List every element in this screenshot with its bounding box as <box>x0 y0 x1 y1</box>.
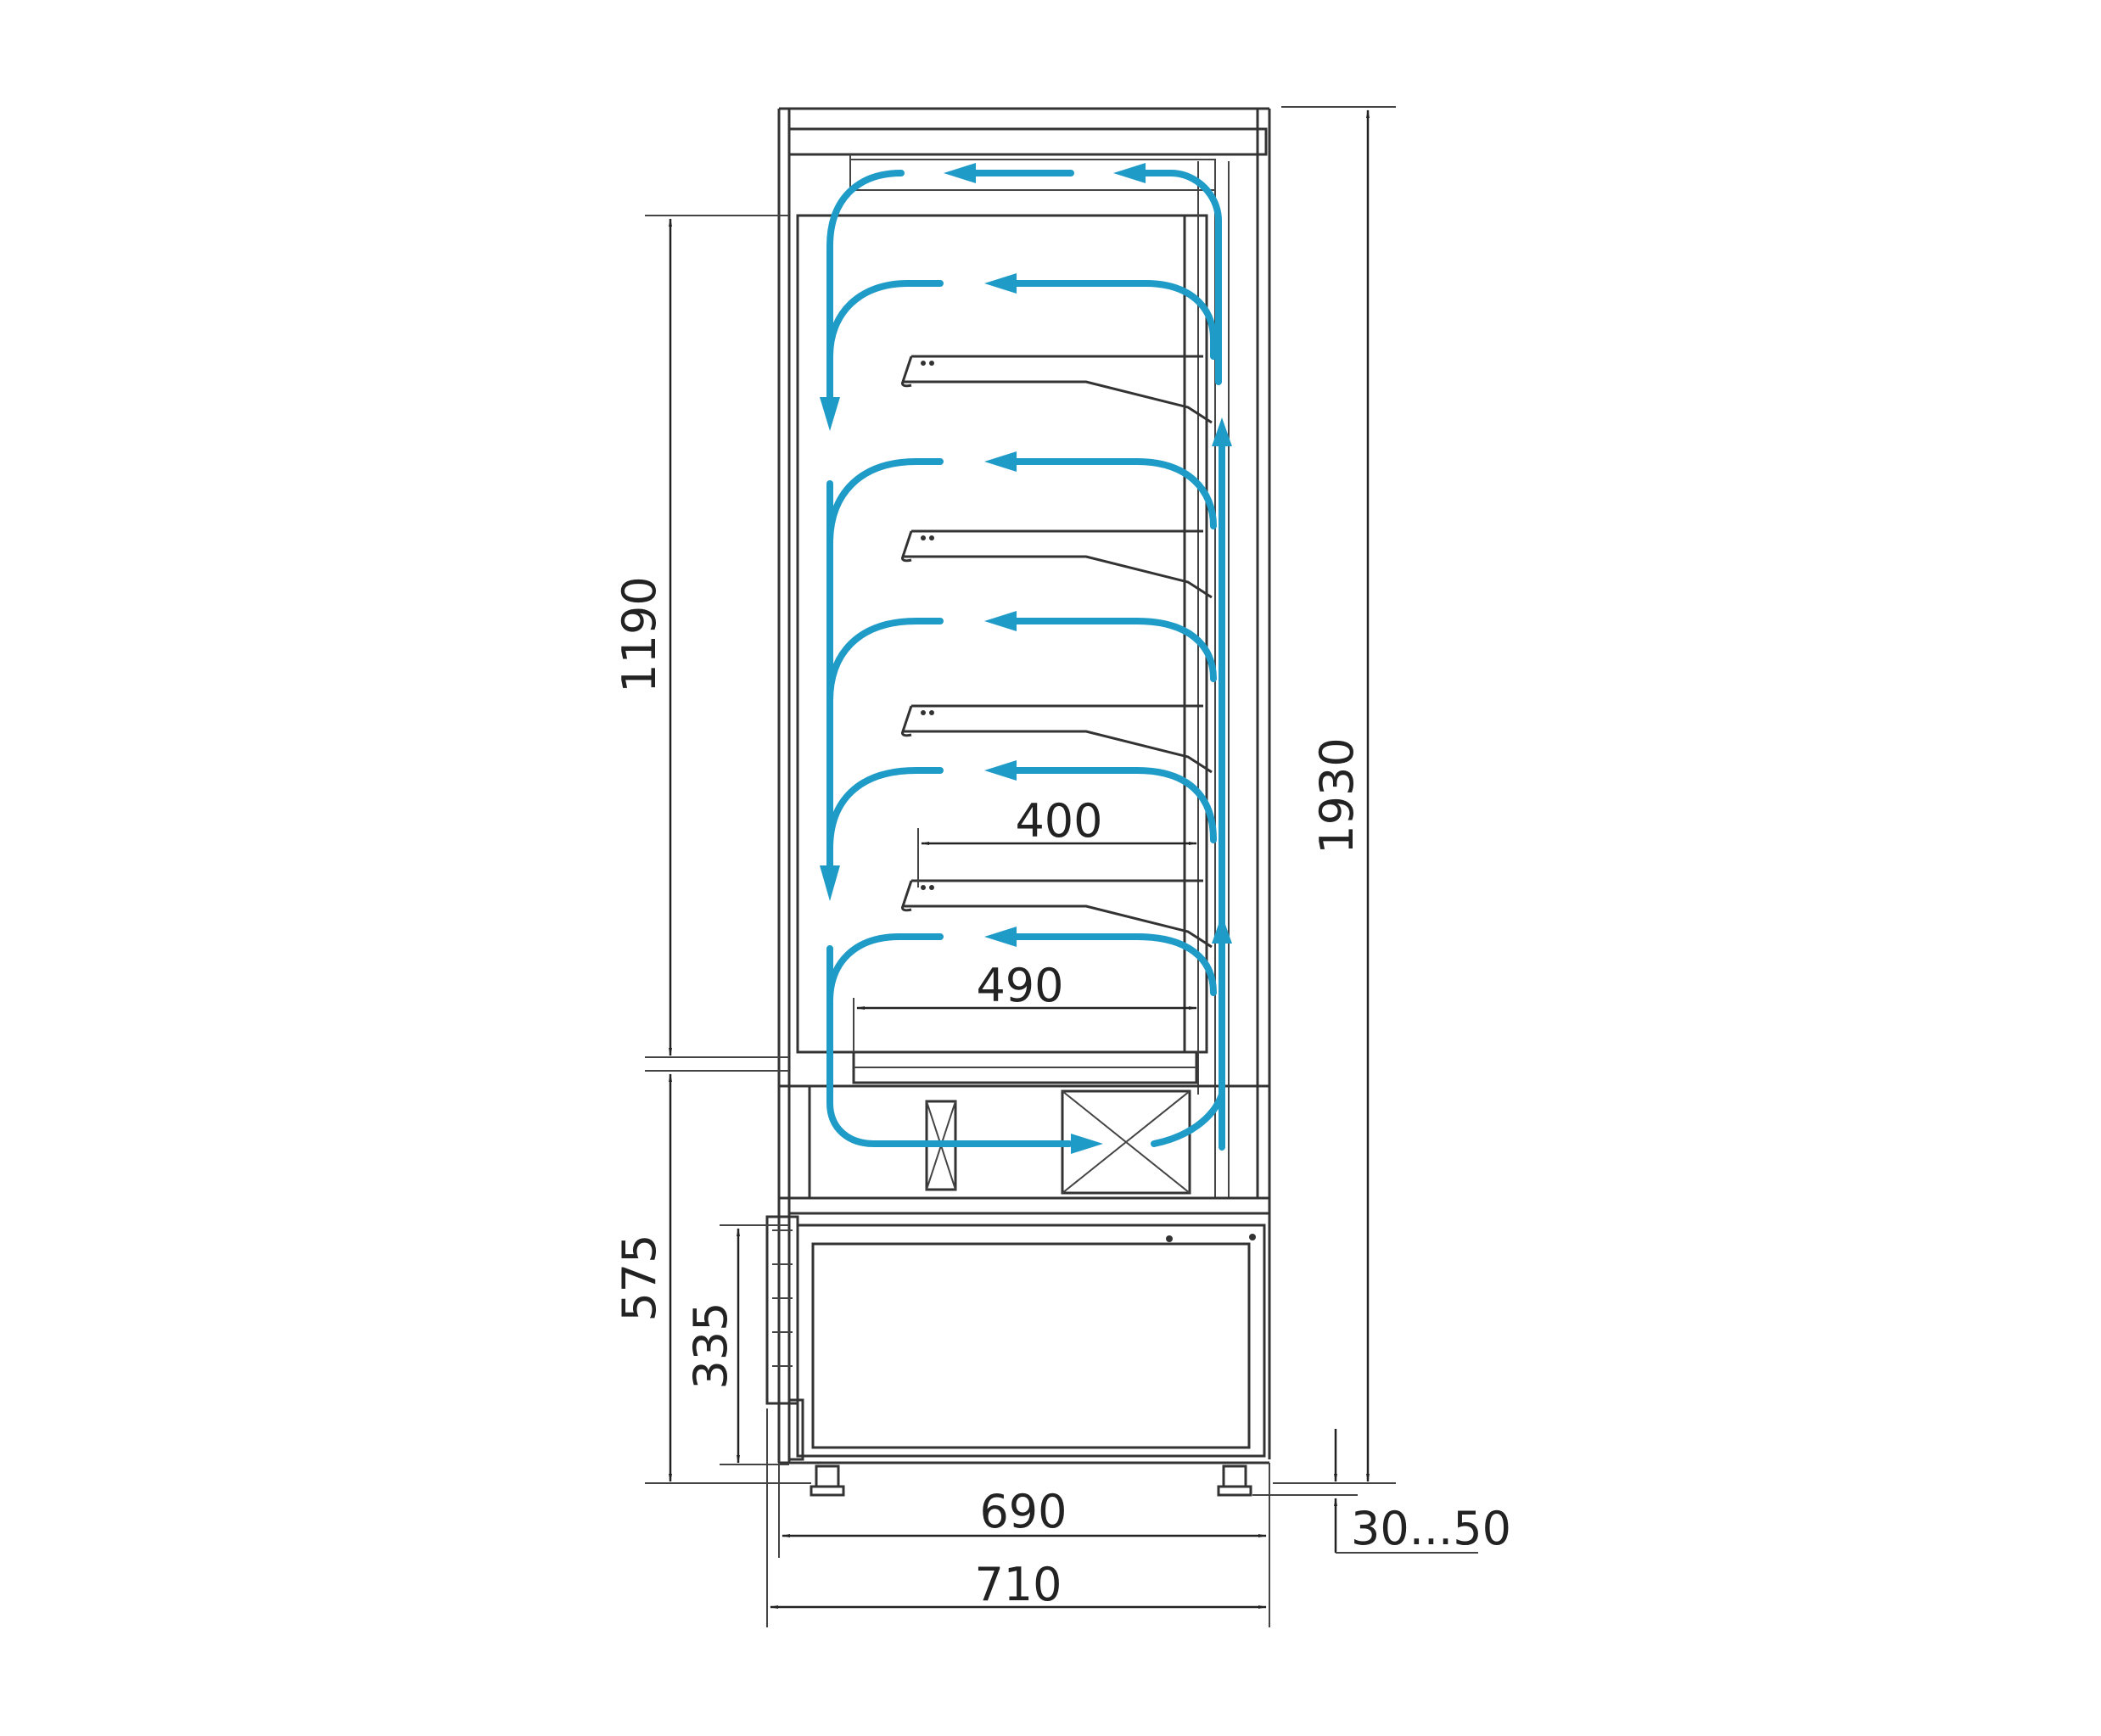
label-inner-width: 690 <box>979 1485 1067 1538</box>
dimension-lines <box>645 106 1478 1627</box>
shelf-1 <box>900 355 1213 424</box>
shelves <box>900 355 1213 949</box>
label-overall-width: 710 <box>974 1558 1062 1611</box>
airflow-arrows <box>820 163 1232 1154</box>
shelf-2 <box>900 529 1213 599</box>
label-display-height: 1190 <box>613 576 666 692</box>
label-foot-adjustment: 30...50 <box>1351 1502 1511 1555</box>
label-bottom-deck-depth: 490 <box>976 959 1063 1012</box>
shelf-3 <box>900 704 1213 774</box>
label-total-height: 1930 <box>1310 737 1364 854</box>
label-base-height: 575 <box>613 1234 666 1321</box>
shelf-4 <box>900 879 1213 949</box>
label-shelf-depth: 400 <box>1015 794 1102 848</box>
label-base-panel-height: 335 <box>684 1302 737 1389</box>
dimension-labels: 1930 1190 575 335 400 490 690 710 30...5… <box>613 576 1511 1611</box>
